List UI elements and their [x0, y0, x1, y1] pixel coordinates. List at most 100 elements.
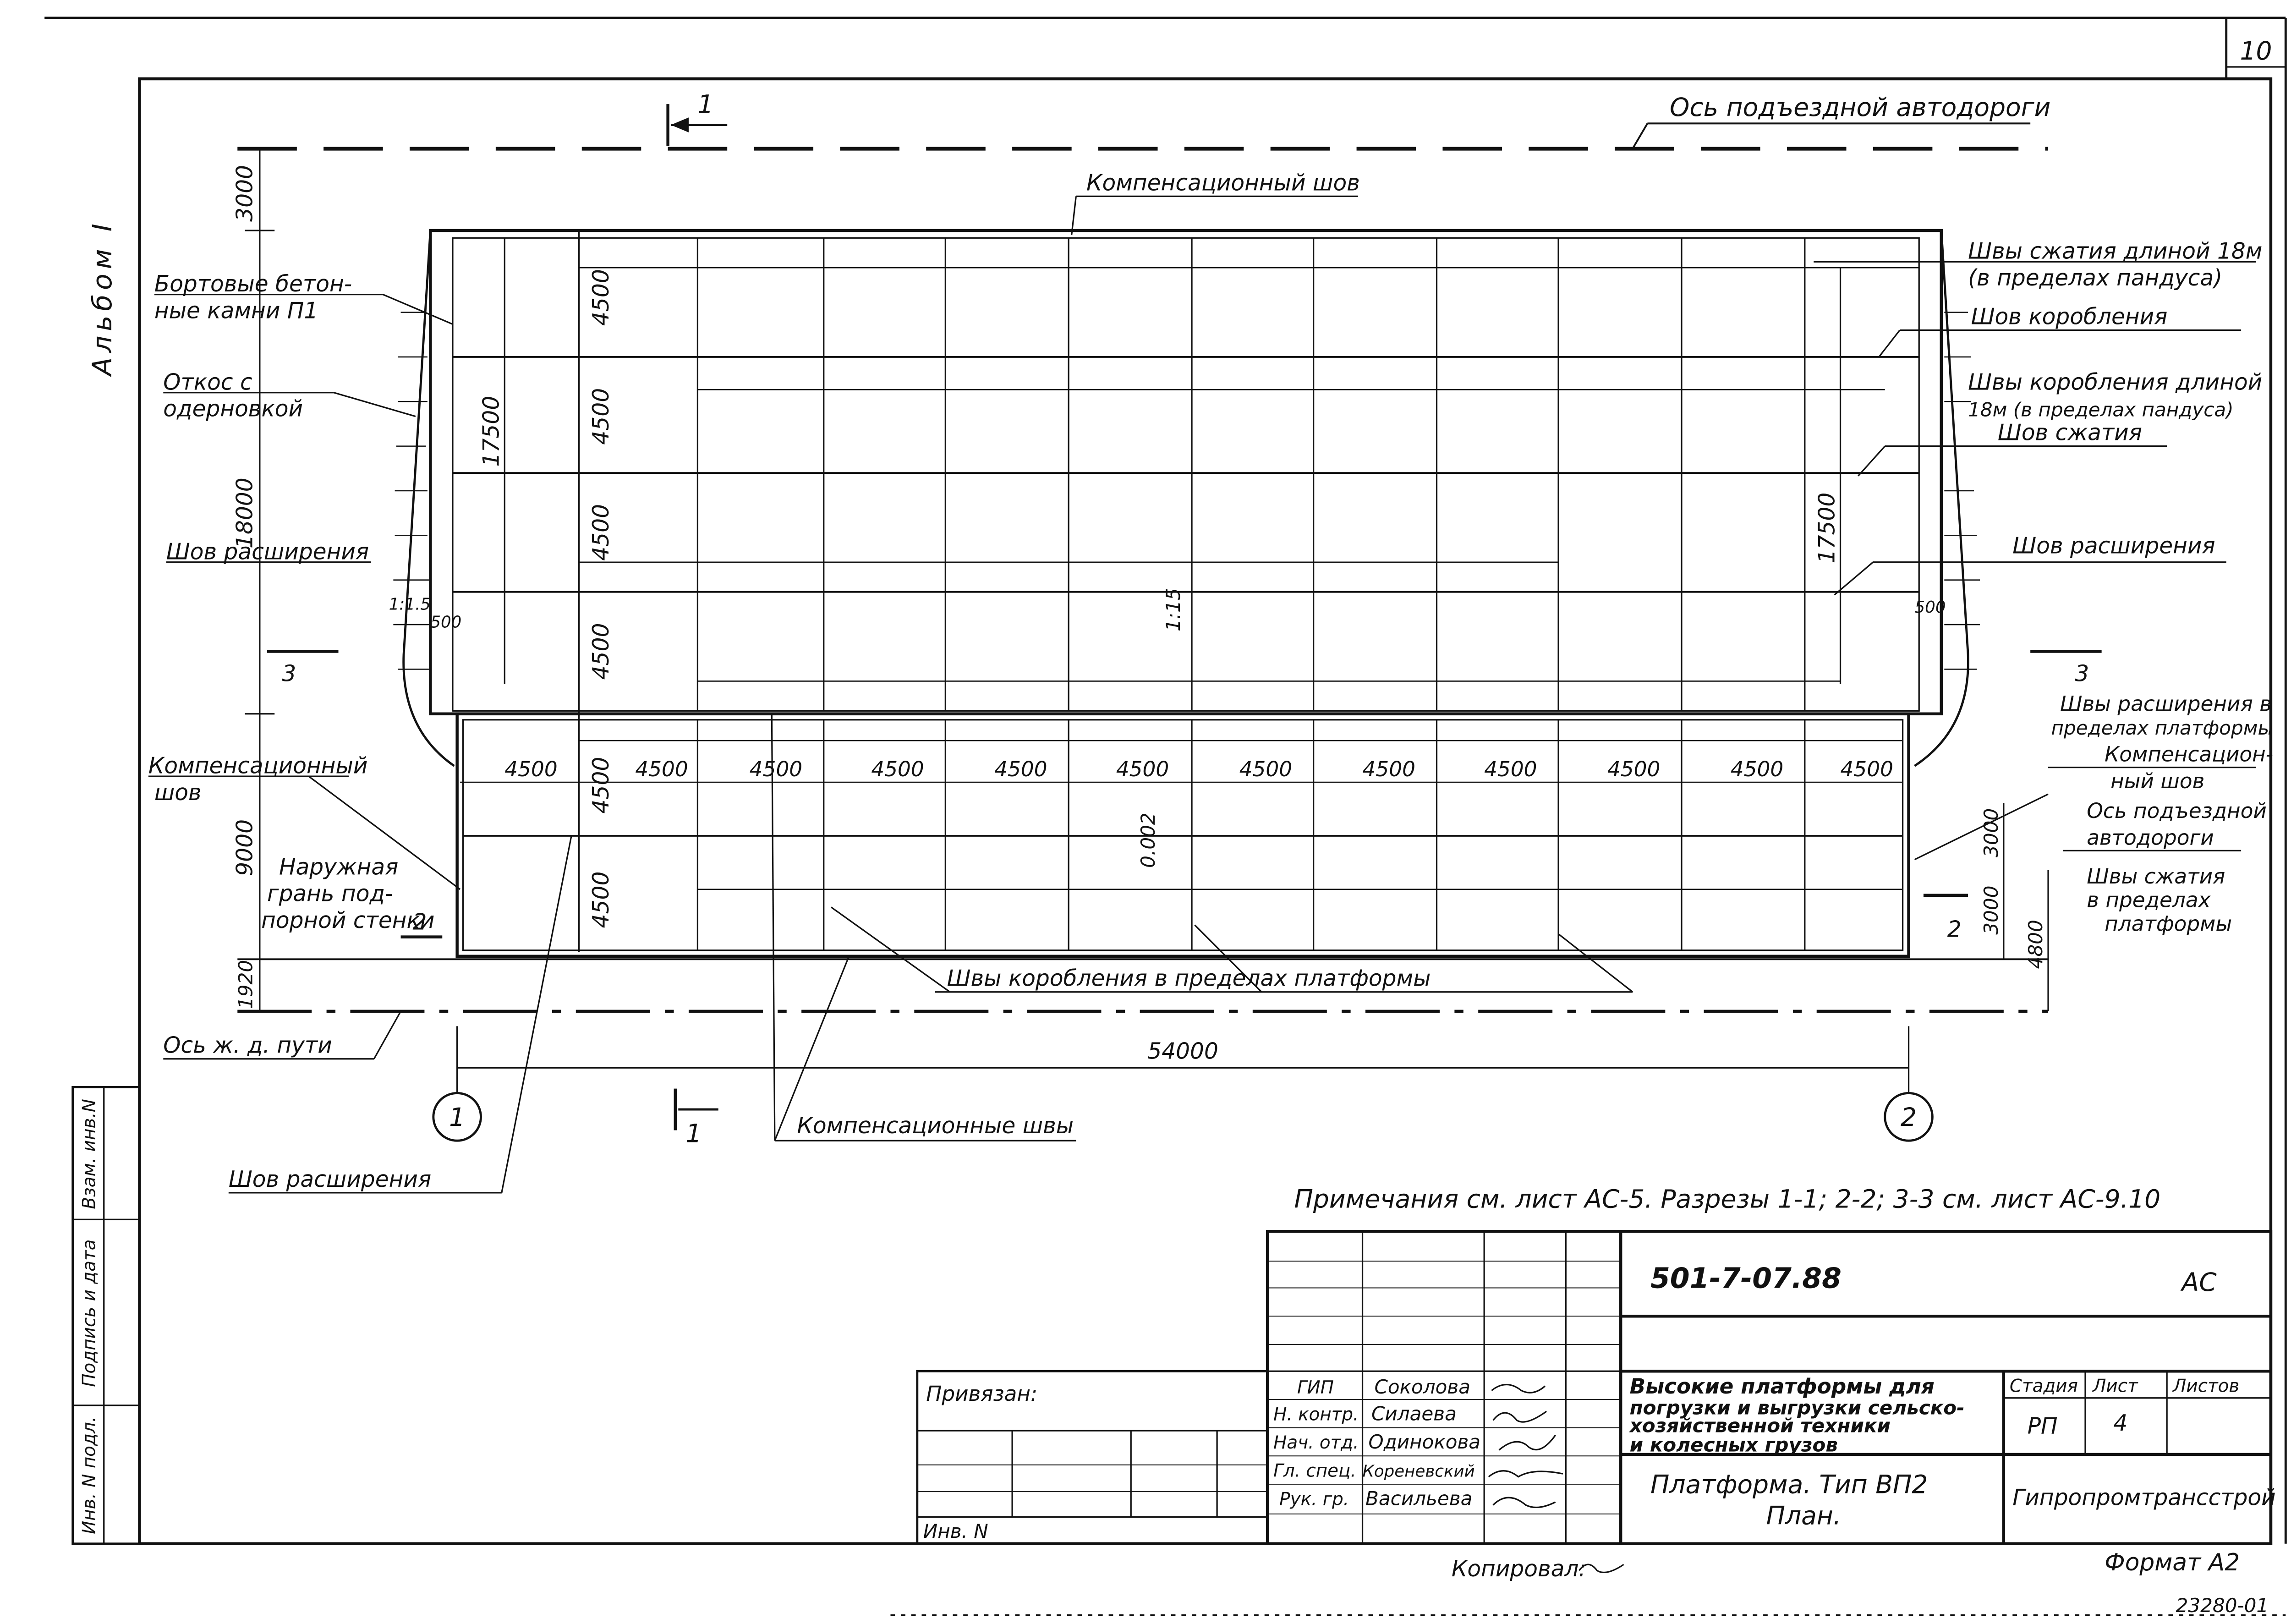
- svg-text:Откос с: Откос с: [163, 369, 252, 395]
- stamp-replace-inv: Взам. инв.N: [79, 1099, 99, 1209]
- svg-text:и колесных грузов: и колесных грузов: [1630, 1433, 1838, 1456]
- axis-road-top-label: Ось подъездной автодороги: [1670, 93, 2050, 122]
- svg-text:Платформа. Тип ВП2: Платформа. Тип ВП2: [1650, 1470, 1928, 1499]
- svg-text:Швы коробления в пределах плат: Швы коробления в пределах платформы: [947, 966, 1431, 992]
- svg-text:1:1.5: 1:1.5: [389, 595, 431, 614]
- svg-text:Наружная: Наружная: [279, 854, 398, 880]
- svg-text:500: 500: [1915, 598, 1946, 617]
- svg-text:Шов сжатия: Шов сжатия: [1998, 420, 2142, 446]
- svg-text:План.: План.: [1766, 1501, 1842, 1531]
- axis-bubbles: 1 2: [432, 1078, 1934, 1142]
- svg-text:Васильева: Васильева: [1365, 1487, 1472, 1509]
- svg-text:хозяйственной техники: хозяйственной техники: [1629, 1414, 1891, 1437]
- doc-mark: АС: [2181, 1267, 2217, 1297]
- svg-text:погрузки и выгрузки сельско-: погрузки и выгрузки сельско-: [1630, 1396, 1965, 1419]
- album-label: Альбом I: [87, 219, 118, 377]
- svg-text:(в пределах пандуса): (в пределах пандуса): [1968, 265, 2222, 291]
- svg-text:Компенсацион-: Компенсацион-: [2105, 742, 2273, 767]
- svg-text:3000: 3000: [1980, 886, 2002, 935]
- svg-text:Высокие платформы для: Высокие платформы для: [1630, 1374, 1935, 1399]
- svg-text:4500: 4500: [588, 504, 614, 561]
- svg-text:Лист: Лист: [2092, 1376, 2138, 1397]
- svg-text:4500: 4500: [1484, 757, 1537, 781]
- svg-text:Бортовые бетон-: Бортовые бетон-: [154, 271, 352, 297]
- svg-text:4500: 4500: [750, 757, 802, 781]
- svg-text:Швы сжатия: Швы сжатия: [2087, 864, 2225, 889]
- svg-text:Компенсационные швы: Компенсационные швы: [797, 1113, 1074, 1139]
- svg-text:Стадия: Стадия: [2010, 1376, 2078, 1397]
- svg-text:4500: 4500: [994, 757, 1047, 781]
- svg-text:3: 3: [2075, 661, 2089, 686]
- svg-text:4500: 4500: [588, 872, 614, 928]
- svg-text:1920: 1920: [235, 960, 257, 1009]
- svg-text:Силаева: Силаева: [1371, 1402, 1457, 1425]
- format-label: Формат А2: [2105, 1549, 2240, 1576]
- svg-text:в пределах: в пределах: [2087, 888, 2211, 912]
- ramp-section: [429, 229, 1943, 952]
- left-callouts: Компенсационный шов Бортовые бетон- ные …: [148, 170, 1633, 1194]
- left-dimensions: 3000 18000 9000 1920 17500 17500 4500 45…: [232, 148, 1842, 1011]
- svg-text:4: 4: [2114, 1410, 2128, 1436]
- svg-text:Шов расширения: Шов расширения: [2012, 533, 2215, 559]
- svg-text:1:15: 1:15: [1162, 588, 1184, 631]
- svg-text:грань под-: грань под-: [267, 881, 393, 907]
- stamp-signature-date: Подпись и дата: [79, 1239, 99, 1387]
- svg-text:4500: 4500: [1607, 757, 1660, 781]
- svg-text:ГИП: ГИП: [1297, 1377, 1334, 1398]
- copied-label: Копировал:: [1452, 1556, 1586, 1582]
- svg-text:1: 1: [697, 90, 713, 119]
- svg-text:4500: 4500: [588, 623, 614, 680]
- dim-54000: 54000: [1147, 1039, 1218, 1064]
- svg-text:автодороги: автодороги: [2087, 825, 2214, 850]
- sheet-number: 10: [2240, 36, 2272, 66]
- svg-text:17500: 17500: [1814, 493, 1840, 564]
- svg-text:4500: 4500: [1731, 757, 1783, 781]
- svg-text:4500: 4500: [504, 757, 557, 781]
- svg-text:Кореневский: Кореневский: [1363, 1462, 1475, 1481]
- svg-text:Шов расширения: Шов расширения: [166, 539, 369, 565]
- svg-text:Гипропромтрансстрой: Гипропромтрансстрой: [2012, 1485, 2275, 1510]
- platform-section: [455, 712, 1910, 958]
- svg-text:шов: шов: [154, 780, 202, 806]
- svg-text:Одинокова: Одинокова: [1369, 1431, 1481, 1453]
- axis-bubble-1: 1: [449, 1103, 465, 1132]
- svg-text:2: 2: [1947, 917, 1962, 943]
- doc-code: 501-7-07.88: [1650, 1262, 1842, 1295]
- svg-text:Швы сжатия длиной 18м: Швы сжатия длиной 18м: [1968, 239, 2262, 264]
- svg-text:Нач. отд.: Нач. отд.: [1273, 1432, 1359, 1453]
- svg-text:Шов расширения: Шов расширения: [229, 1167, 431, 1192]
- svg-text:платформы: платформы: [2105, 912, 2232, 936]
- svg-text:4800: 4800: [2024, 920, 2047, 969]
- svg-text:Компенсационный: Компенсационный: [148, 753, 368, 779]
- svg-text:4500: 4500: [588, 269, 614, 326]
- svg-text:Ось подъездной: Ось подъездной: [2087, 799, 2267, 823]
- slopes: 1:1.5 500 500: [389, 230, 1980, 767]
- svg-text:4500: 4500: [588, 388, 614, 445]
- svg-text:Шов коробления: Шов коробления: [1971, 304, 2168, 329]
- svg-text:Гл. спец.: Гл. спец.: [1273, 1461, 1356, 1481]
- axis-bubble-2: 2: [1901, 1103, 1917, 1132]
- copied-signature: [1578, 1564, 1624, 1574]
- svg-text:одерновкой: одерновкой: [163, 396, 303, 422]
- svg-text:Ось ж. д. пути: Ось ж. д. пути: [163, 1033, 332, 1059]
- section-marks: 3 3 2 2 1: [267, 650, 2102, 1148]
- svg-text:Швы коробления длиной: Швы коробления длиной: [1968, 369, 2262, 395]
- svg-text:Инв. N: Инв. N: [923, 1520, 988, 1542]
- right-callouts: Швы сжатия длиной 18м (в пределах пандус…: [1814, 239, 2273, 936]
- svg-text:17500: 17500: [478, 396, 504, 467]
- svg-text:18000: 18000: [232, 477, 258, 549]
- side-stamp: Инв. N подл. Подпись и дата Взам. инв.N: [71, 1086, 141, 1545]
- svg-text:2: 2: [412, 909, 427, 935]
- svg-text:3: 3: [282, 661, 296, 686]
- svg-text:ный шов: ный шов: [2110, 769, 2204, 793]
- svg-text:0.002: 0.002: [1137, 812, 1159, 868]
- svg-text:9000: 9000: [232, 819, 258, 876]
- svg-text:4500: 4500: [1363, 757, 1415, 781]
- svg-text:500: 500: [430, 613, 461, 632]
- svg-text:3000: 3000: [232, 165, 258, 222]
- svg-text:ные камни П1: ные камни П1: [154, 298, 318, 324]
- title-block: 501-7-07.88 АС Высокие платформы для пог…: [916, 1229, 2276, 1545]
- svg-text:4500: 4500: [1116, 757, 1169, 781]
- notes-text: Примечания см. лист АС-5. Разрезы 1-1; 2…: [1294, 1184, 2161, 1213]
